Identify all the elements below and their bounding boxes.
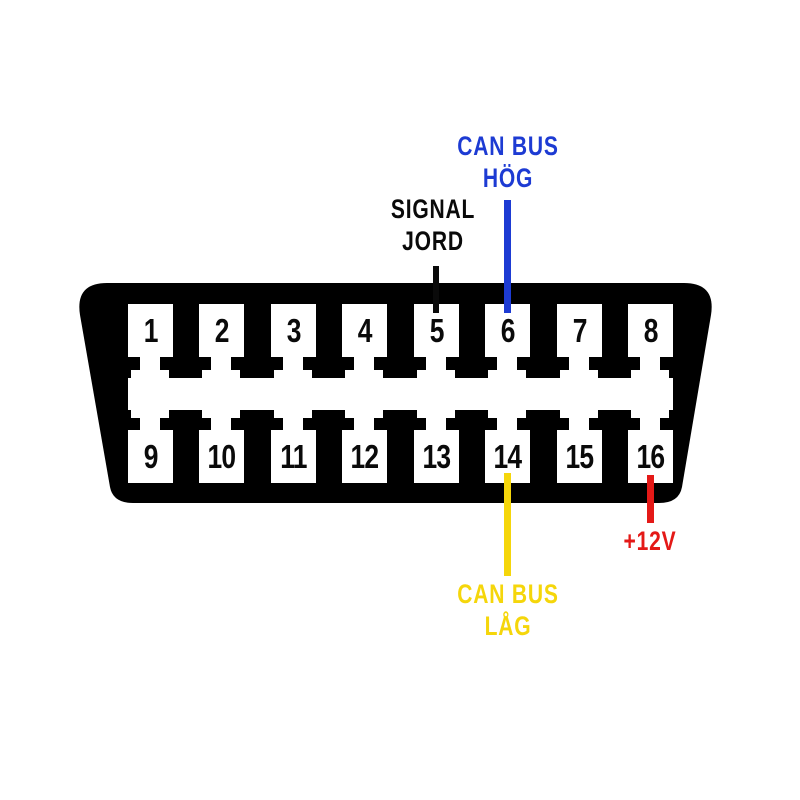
pin-cell-9: 9 bbox=[128, 409, 173, 483]
pin-number: 5 bbox=[429, 311, 445, 349]
pin-number: 2 bbox=[214, 311, 230, 349]
pin-number: 13 bbox=[422, 437, 452, 475]
pin-cell-16: 16 bbox=[628, 409, 673, 483]
pin-cell-14: 14 bbox=[485, 409, 530, 483]
pin-cell-11: 11 bbox=[271, 409, 316, 483]
pin-cell-1: 1 bbox=[128, 304, 173, 379]
signal-ground-label-line2: JORD bbox=[402, 226, 464, 256]
pin-cell-5: 5 bbox=[414, 304, 459, 379]
pin-cell-13: 13 bbox=[414, 409, 459, 483]
pin-number: 12 bbox=[350, 437, 380, 475]
pin-number: 1 bbox=[143, 311, 159, 349]
power-12v-wire bbox=[647, 475, 654, 523]
power-12v-label-line1: +12V bbox=[623, 526, 677, 556]
pin-number: 16 bbox=[636, 437, 666, 475]
can-bus-high-label-line2: HÖG bbox=[482, 163, 534, 193]
pin-cell-6: 6 bbox=[485, 304, 530, 379]
pin-cell-2: 2 bbox=[199, 304, 244, 379]
can-bus-low-wire bbox=[504, 473, 511, 576]
power-12v-label: +12V bbox=[564, 525, 736, 557]
signal-ground-label: SIGNAL JORD bbox=[347, 193, 519, 257]
pin-cell-4: 4 bbox=[342, 304, 387, 379]
pin-number: 3 bbox=[286, 311, 302, 349]
pin-number: 6 bbox=[500, 311, 516, 349]
pin-number: 7 bbox=[572, 311, 588, 349]
pin-number: 15 bbox=[565, 437, 595, 475]
pin-cell-15: 15 bbox=[557, 409, 602, 483]
can-bus-high-label: CAN BUS HÖG bbox=[422, 130, 594, 194]
can-bus-high-wire bbox=[504, 200, 511, 313]
pin-number: 4 bbox=[357, 311, 373, 349]
can-bus-low-label: CAN BUS LÅG bbox=[422, 578, 594, 642]
can-bus-low-label-line2: LÅG bbox=[484, 611, 532, 641]
pin-cell-7: 7 bbox=[557, 304, 602, 379]
pin-cell-12: 12 bbox=[342, 409, 387, 483]
can-bus-high-label-line1: CAN BUS bbox=[457, 131, 559, 161]
pin-number: 11 bbox=[280, 437, 307, 475]
middle-strip bbox=[128, 378, 673, 410]
pin-cell-3: 3 bbox=[271, 304, 316, 379]
pin-number: 10 bbox=[207, 437, 237, 475]
pin-cell-10: 10 bbox=[199, 409, 244, 483]
pin-number: 14 bbox=[493, 437, 523, 475]
signal-ground-wire bbox=[433, 266, 439, 313]
signal-ground-label-line1: SIGNAL bbox=[390, 194, 476, 224]
pin-number: 9 bbox=[143, 437, 159, 475]
pin-cell-8: 8 bbox=[628, 304, 673, 379]
can-bus-low-label-line1: CAN BUS bbox=[457, 579, 559, 609]
pin-number: 8 bbox=[643, 311, 659, 349]
